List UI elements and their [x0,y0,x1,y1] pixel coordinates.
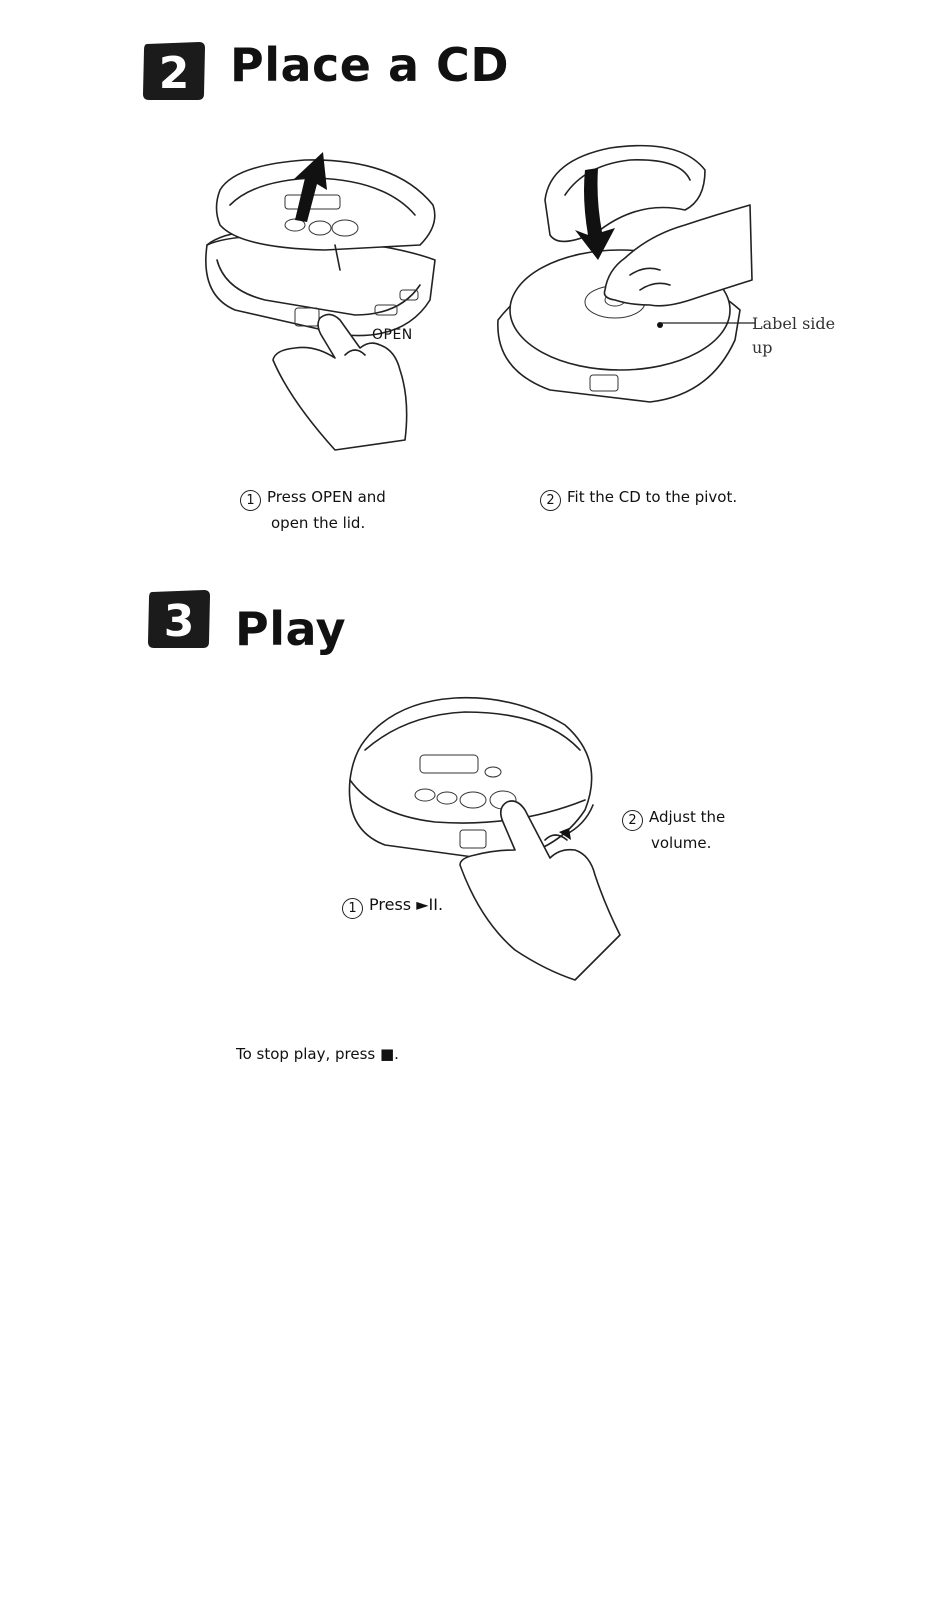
play-step2-line1: Adjust the [649,808,725,826]
play-step1-text: Press ►II. [369,895,443,914]
label-side-line1: Label side [752,312,835,336]
label-side-line2: up [752,336,835,360]
place-step2-text: Fit the CD to the pivot. [567,488,737,506]
step-circle-number: 2 [540,490,561,511]
label-side-up-text: Label side up [752,312,835,360]
place-step1-caption: 1 Press OPEN and open the lid. [240,485,386,535]
place-step2-caption: 2 Fit the CD to the pivot. [540,485,737,511]
step-circle-number: 1 [342,898,363,919]
place-step1-line2: open the lid. [240,511,386,535]
section-title-place-cd: Place a CD [230,38,509,92]
open-button-label: OPEN [372,327,413,343]
step-circle-number: 2 [622,810,643,831]
step-circle-number: 1 [240,490,261,511]
cd-player-open-illustration [195,150,455,470]
place-step1-line1: Press OPEN and [267,488,386,506]
play-step1-caption: 1 Press ►II. [342,893,443,919]
cd-player-disc-illustration [490,140,760,410]
stop-play-note: To stop play, press ■. [236,1042,399,1066]
svg-text:3: 3 [164,596,195,647]
play-step2-caption: 2 Adjust the volume. [622,805,725,855]
label-side-leader-line [660,318,760,328]
step-number-3-icon: 3 [146,588,212,650]
cd-player-play-illustration [345,690,635,990]
svg-text:2: 2 [159,48,190,99]
step-number-2-icon: 2 [141,40,207,102]
play-step2-line2: volume. [622,831,725,855]
section-title-play: Play [235,602,346,656]
